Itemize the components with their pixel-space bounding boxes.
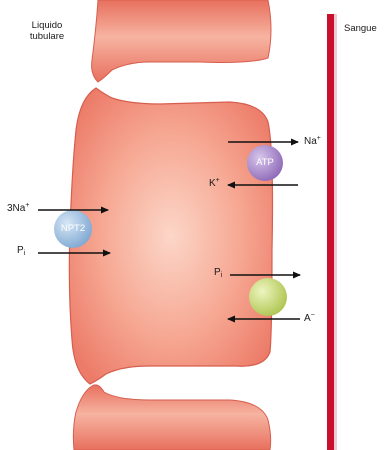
phosphate-right-sub: i	[221, 272, 223, 279]
anion-charge: −	[311, 312, 315, 319]
sodium-3na-label: 3Na+	[7, 204, 29, 214]
sodium-right-charge: +	[317, 135, 321, 142]
phosphate-right-text: P	[214, 267, 221, 278]
sodium-3na-charge: +	[25, 202, 29, 209]
exchanger-transporter	[249, 278, 287, 316]
phosphate-left-label: Pi	[17, 246, 25, 256]
tubular-fluid-label: Liquido tubulare	[22, 21, 72, 43]
npt2-label: NPT2	[56, 224, 90, 234]
anion-text: A	[304, 313, 311, 324]
blood-label: Sangue	[344, 24, 377, 34]
tubular-cell	[69, 88, 272, 384]
phosphate-right-label: Pi	[214, 268, 222, 278]
anion-label: A−	[304, 314, 315, 324]
potassium-charge: +	[216, 177, 220, 184]
potassium-label: K+	[209, 179, 220, 189]
phosphate-left-text: P	[17, 245, 24, 256]
sodium-right-text: Na	[304, 136, 317, 147]
sodium-right-label: Na+	[304, 137, 321, 147]
sodium-3na-text: 3Na	[7, 203, 25, 214]
blood-vessel-bar	[327, 14, 334, 450]
tubular-fluid-label-line2: tubulare	[22, 32, 72, 43]
potassium-text: K	[209, 178, 216, 189]
adjacent-cell-top	[92, 0, 271, 82]
phosphate-left-sub: i	[24, 250, 26, 257]
atp-label: ATP	[250, 158, 280, 168]
adjacent-cell-bottom	[73, 385, 270, 450]
blood-vessel-highlight	[334, 14, 337, 450]
